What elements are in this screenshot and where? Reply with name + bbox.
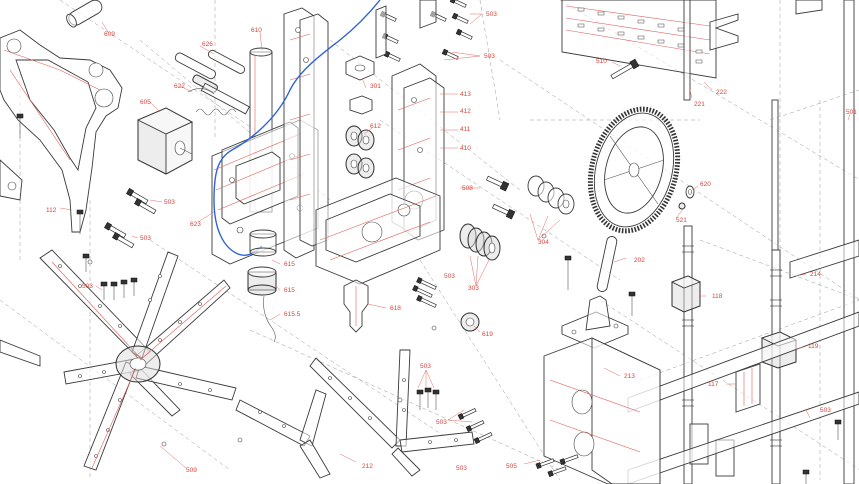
label-503-left-b: 503	[140, 235, 151, 242]
label-117: 117	[708, 381, 719, 388]
part-frame-rails	[627, 89, 859, 484]
label-501: 501	[846, 109, 857, 116]
label-222: 222	[716, 89, 727, 96]
part-609-roller	[66, 0, 103, 28]
part-117-clip	[689, 363, 761, 477]
label-303: 303	[468, 285, 479, 292]
label-119: 119	[808, 343, 819, 350]
part-number-labels: 609 626 610 503 503 510 221 222 622 605 …	[46, 11, 857, 474]
screws-left-column	[16, 113, 90, 272]
label-623: 623	[190, 221, 201, 228]
part-301-bearing-block	[345, 55, 375, 115]
label-301: 301	[370, 83, 381, 90]
label-615-top: 615	[284, 261, 295, 268]
label-212: 212	[362, 463, 373, 470]
label-505: 505	[506, 463, 517, 470]
label-413: 413	[460, 91, 471, 98]
part-212-star-frame	[235, 349, 475, 479]
label-503-top-second: 503	[484, 53, 495, 60]
part-612-bearings	[345, 125, 375, 179]
label-503-center-top: 503	[420, 363, 431, 370]
label-503-center-right: 503	[436, 419, 447, 426]
part-622-shafts	[174, 49, 250, 116]
label-503-mid: 503	[444, 273, 455, 280]
misc-washers	[87, 233, 842, 484]
label-202-upper: 202	[634, 257, 645, 264]
screws-508	[486, 175, 516, 220]
part-620-washer	[685, 185, 695, 199]
label-503-bottom: 503	[456, 465, 467, 472]
part-large-gear	[587, 106, 681, 234]
part-202-rod	[596, 236, 618, 292]
label-521: 521	[676, 217, 687, 224]
screws-top-row	[375, 0, 473, 62]
label-612: 612	[370, 123, 381, 130]
part-112-side-frame	[0, 29, 123, 233]
label-508: 508	[462, 185, 473, 192]
label-221: 221	[694, 101, 705, 108]
leader-lines	[59, 13, 851, 469]
part-615-hotend	[247, 229, 277, 343]
label-410: 410	[460, 145, 471, 152]
label-503-top: 503	[486, 11, 497, 18]
label-304: 304	[538, 239, 549, 246]
label-509: 509	[186, 467, 197, 474]
part-star-frame-left	[0, 249, 237, 471]
label-615-mid: 615	[284, 287, 295, 294]
label-622: 622	[174, 83, 185, 90]
part-618-nozzle	[343, 279, 369, 333]
screws-505-bottom	[535, 454, 579, 477]
part-304-coupler-springs	[527, 175, 575, 215]
label-503-star: 503	[82, 283, 93, 290]
part-extruder-block	[315, 177, 441, 285]
part-idler-mount	[561, 255, 636, 349]
label-605: 605	[140, 99, 151, 106]
label-619: 619	[482, 331, 493, 338]
label-510: 510	[596, 58, 607, 65]
part-213-electronics-box	[543, 337, 661, 484]
label-610: 610	[251, 27, 262, 34]
label-411: 411	[460, 126, 471, 133]
label-609: 609	[104, 31, 115, 38]
screws-503-center	[416, 387, 493, 445]
label-618: 618	[390, 305, 401, 312]
screw-510	[610, 58, 640, 80]
label-412: 412	[460, 108, 471, 115]
part-118-bearing-block	[670, 275, 702, 313]
label-626: 626	[202, 41, 213, 48]
label-615-5: 615.5	[284, 311, 301, 318]
label-620: 620	[700, 181, 711, 188]
part-221-222-top-plate	[561, 0, 823, 79]
label-214: 214	[810, 271, 821, 278]
part-521-nut	[678, 202, 686, 210]
part-605-stepper-motor	[136, 107, 194, 175]
label-503-left-a: 503	[164, 199, 175, 206]
label-118: 118	[712, 293, 723, 300]
part-303-hobbed-rollers	[459, 223, 501, 261]
screws-503-near-618	[412, 277, 437, 308]
blue-wire	[213, 0, 381, 256]
label-213: 213	[624, 373, 635, 380]
screws-503-pair	[104, 188, 157, 249]
part-410-413-brackets	[283, 7, 445, 259]
label-112: 112	[46, 207, 57, 214]
screws-503-left-cluster	[100, 277, 138, 300]
label-503-right: 503	[820, 407, 831, 414]
